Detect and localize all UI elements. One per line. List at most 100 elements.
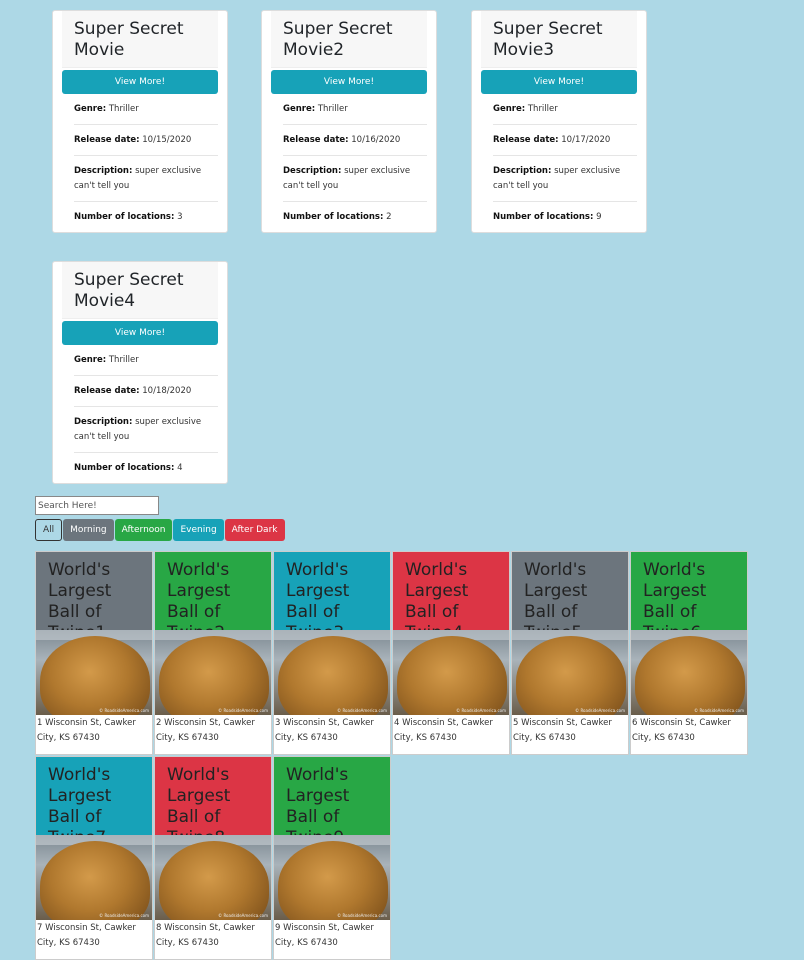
movie-card: Super Secret Movie4 View More! Genre: Th… [52,261,228,484]
location-image: © RoadsideAmerica.com [274,835,390,920]
release-label: Release date: [74,386,140,396]
location-title: World's Largest Ball of Twine6 [631,552,747,643]
location-image: © RoadsideAmerica.com [36,835,152,920]
location-image: © RoadsideAmerica.com [393,630,509,715]
movie-title: Super Secret Movie3 [481,11,637,68]
release-label: Release date: [493,135,559,145]
location-title: World's Largest Ball of Twine3 [274,552,390,643]
filter-evening-button[interactable]: Evening [173,519,224,541]
view-more-button[interactable]: View More! [481,70,637,94]
movie-description: Description: super exclusive can't tell … [283,156,427,202]
genre-value: Thriller [527,104,558,114]
location-card[interactable]: World's Largest Ball of Twine5 © Roadsid… [511,551,629,755]
genre-label: Genre: [74,355,107,365]
description-value: super exclusive can't tell you [74,166,202,191]
movie-locations: Number of locations: 4 [74,453,218,483]
movie-genre: Genre: Thriller [74,94,218,125]
genre-label: Genre: [283,104,316,114]
movie-release: Release date: 10/16/2020 [283,125,427,156]
location-title: World's Largest Ball of Twine7 [36,757,152,848]
locations-label: Number of locations: [283,212,384,222]
location-address: 5 Wisconsin St, Cawker City, KS 67430 [513,718,612,743]
movie-release: Release date: 10/15/2020 [74,125,218,156]
genre-value: Thriller [108,104,139,114]
movie-locations: Number of locations: 9 [493,202,637,232]
description-label: Description: [493,166,552,176]
description-label: Description: [283,166,342,176]
time-filter-group: All Morning Afternoon Evening After Dark [35,519,286,541]
search-input[interactable] [35,496,159,515]
movie-title: Super Secret Movie2 [271,11,427,68]
movie-description: Description: super exclusive can't tell … [74,407,218,453]
genre-label: Genre: [74,104,107,114]
release-label: Release date: [74,135,140,145]
location-image: © RoadsideAmerica.com [274,630,390,715]
location-title: World's Largest Ball of Twine8 [155,757,271,848]
location-image: © RoadsideAmerica.com [512,630,628,715]
genre-label: Genre: [493,104,526,114]
description-label: Description: [74,417,133,427]
location-title: World's Largest Ball of Twine5 [512,552,628,643]
locations-label: Number of locations: [74,212,175,222]
filter-afternoon-button[interactable]: Afternoon [114,519,173,541]
location-image: © RoadsideAmerica.com [155,835,271,920]
release-value: 10/16/2020 [351,135,401,145]
location-title: World's Largest Ball of Twine2 [155,552,271,643]
location-title: World's Largest Ball of Twine4 [393,552,509,643]
location-card[interactable]: World's Largest Ball of Twine2 © Roadsid… [154,551,272,755]
movie-genre: Genre: Thriller [283,94,427,125]
location-card[interactable]: World's Largest Ball of Twine4 © Roadsid… [392,551,510,755]
movie-release: Release date: 10/18/2020 [74,376,218,407]
description-value: super exclusive can't tell you [283,166,411,191]
locations-value: 9 [596,212,602,222]
view-more-button[interactable]: View More! [271,70,427,94]
description-value: super exclusive can't tell you [74,417,202,442]
movie-title: Super Secret Movie [62,11,218,68]
release-value: 10/17/2020 [561,135,611,145]
location-address: 3 Wisconsin St, Cawker City, KS 67430 [275,718,374,743]
location-image: © RoadsideAmerica.com [155,630,271,715]
location-address: 1 Wisconsin St, Cawker City, KS 67430 [37,718,136,743]
movie-genre: Genre: Thriller [74,345,218,376]
filter-all-button[interactable]: All [35,519,63,541]
location-card[interactable]: World's Largest Ball of Twine8 © Roadsid… [154,756,272,960]
locations-label: Number of locations: [493,212,594,222]
movie-genre: Genre: Thriller [493,94,637,125]
location-card[interactable]: World's Largest Ball of Twine1 © Roadsid… [35,551,153,755]
movie-card: Super Secret Movie3 View More! Genre: Th… [471,10,647,233]
filter-morning-button[interactable]: Morning [63,519,114,541]
release-label: Release date: [283,135,349,145]
genre-value: Thriller [108,355,139,365]
view-more-button[interactable]: View More! [62,70,218,94]
description-value: super exclusive can't tell you [493,166,621,191]
movie-description: Description: super exclusive can't tell … [493,156,637,202]
movie-title: Super Secret Movie4 [62,262,218,319]
movie-locations: Number of locations: 3 [74,202,218,232]
movie-card: Super Secret Movie2 View More! Genre: Th… [261,10,437,233]
view-more-button[interactable]: View More! [62,321,218,345]
location-title: World's Largest Ball of Twine9 [274,757,390,848]
movie-description: Description: super exclusive can't tell … [74,156,218,202]
location-address: 4 Wisconsin St, Cawker City, KS 67430 [394,718,493,743]
location-address: 6 Wisconsin St, Cawker City, KS 67430 [632,718,731,743]
location-card[interactable]: World's Largest Ball of Twine9 © Roadsid… [273,756,391,960]
movie-locations: Number of locations: 2 [283,202,427,232]
location-card[interactable]: World's Largest Ball of Twine3 © Roadsid… [273,551,391,755]
movie-card: Super Secret Movie View More! Genre: Thr… [52,10,228,233]
release-value: 10/15/2020 [142,135,192,145]
locations-value: 3 [177,212,183,222]
filter-after-dark-button[interactable]: After Dark [224,519,285,541]
release-value: 10/18/2020 [142,386,192,396]
movie-release: Release date: 10/17/2020 [493,125,637,156]
location-card[interactable]: World's Largest Ball of Twine7 © Roadsid… [35,756,153,960]
genre-value: Thriller [317,104,348,114]
locations-label: Number of locations: [74,463,175,473]
location-image: © RoadsideAmerica.com [631,630,747,715]
location-title: World's Largest Ball of Twine1 [36,552,152,643]
locations-value: 2 [386,212,392,222]
location-address: 2 Wisconsin St, Cawker City, KS 67430 [156,718,255,743]
location-card[interactable]: World's Largest Ball of Twine6 © Roadsid… [630,551,748,755]
location-image: © RoadsideAmerica.com [36,630,152,715]
locations-value: 4 [177,463,183,473]
description-label: Description: [74,166,133,176]
